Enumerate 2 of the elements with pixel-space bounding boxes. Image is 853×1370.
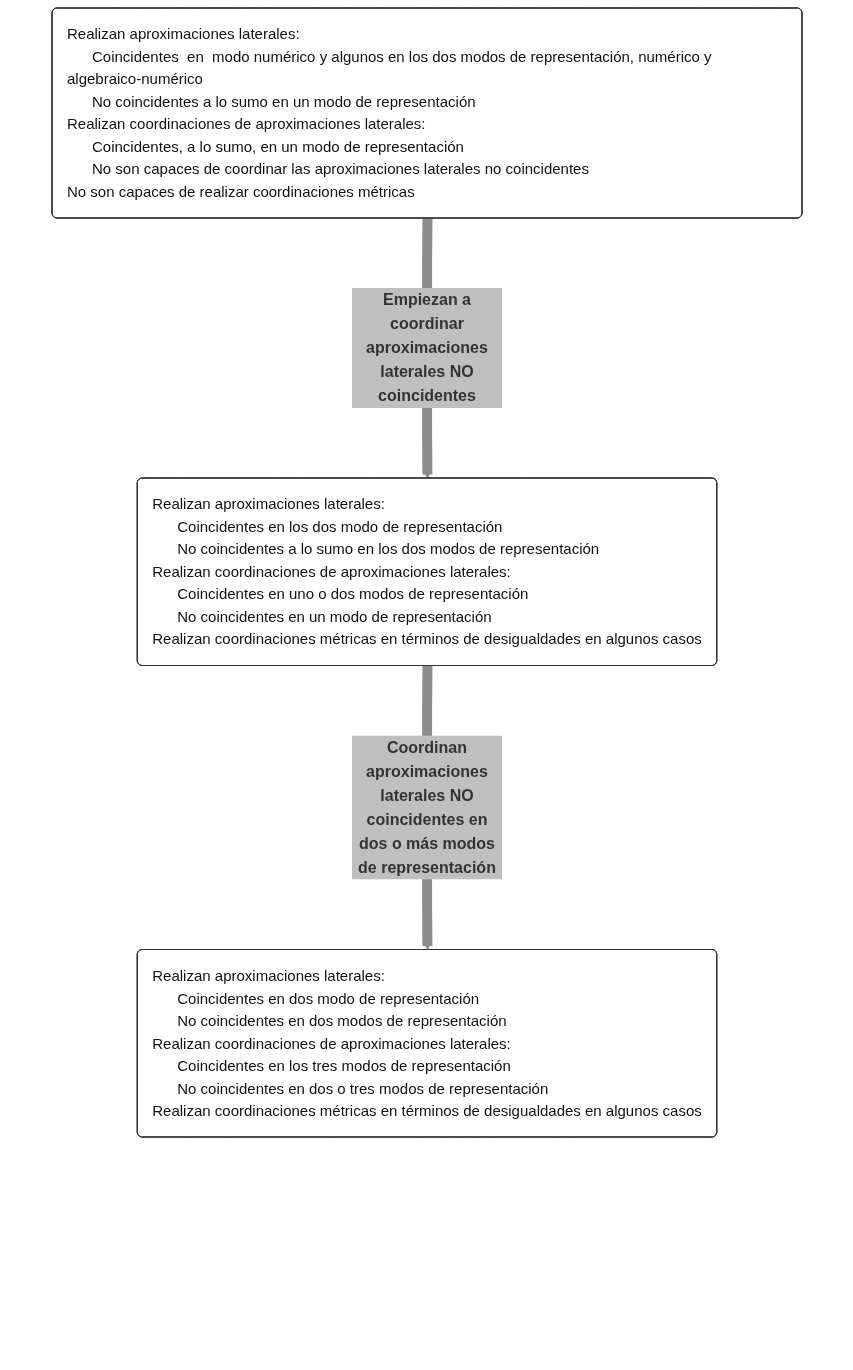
edge-label: Empiezan a coordinar aproximaciones laterales NO coincidentes <box>365 291 488 404</box>
edge-label: Coordinan aproximaciones laterales NO coincidentes en dos o más modos de representación <box>357 738 496 876</box>
